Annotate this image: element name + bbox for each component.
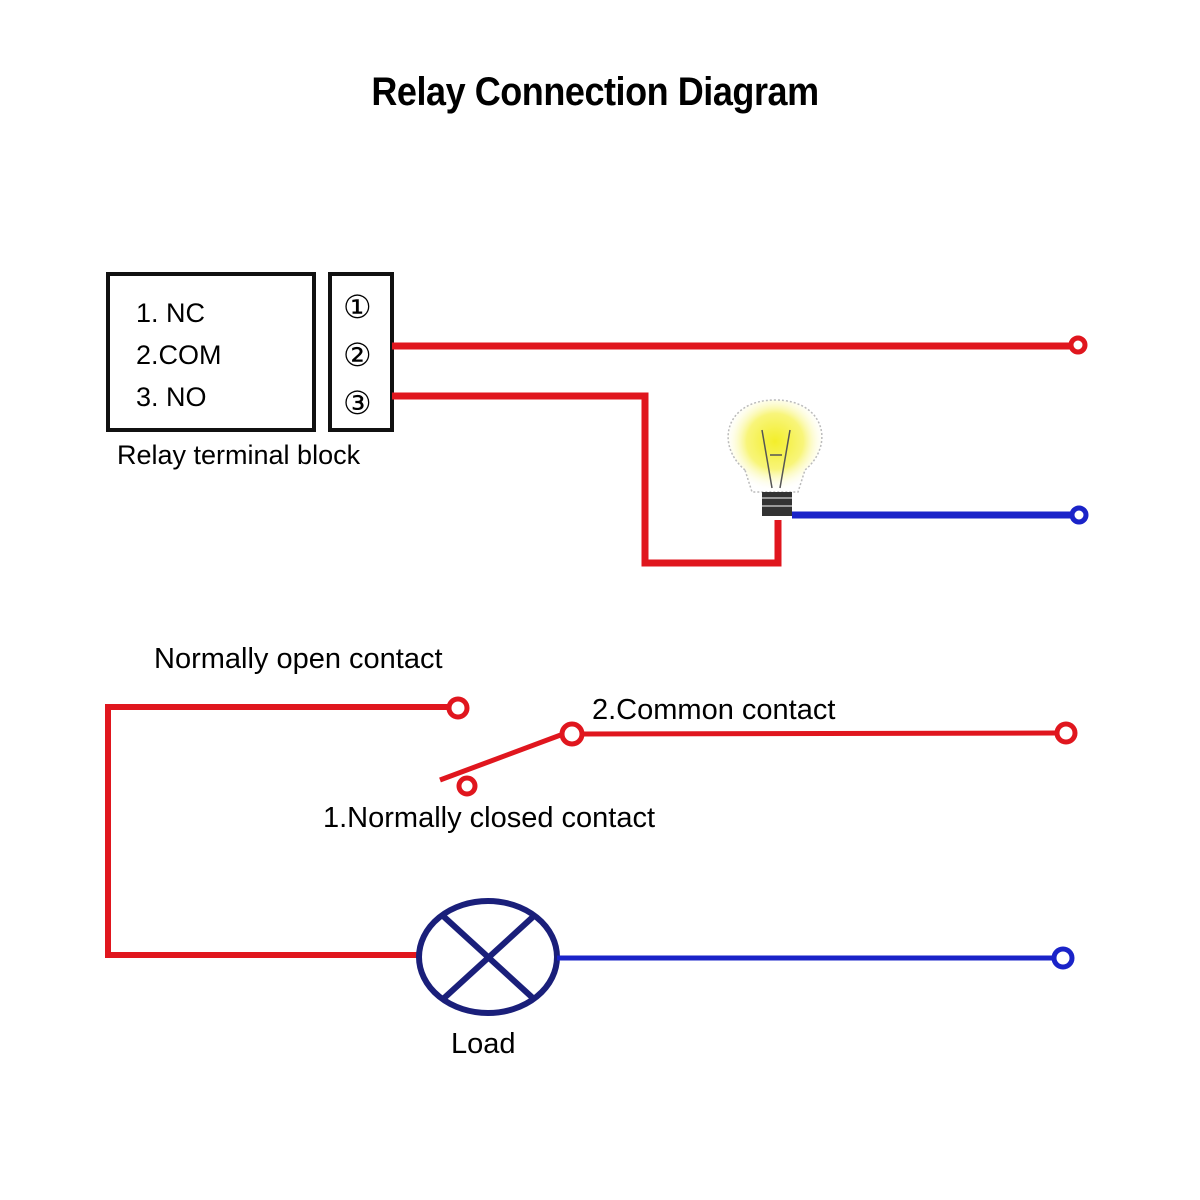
no-contact-wire	[105, 704, 452, 958]
load-label: Load	[451, 1028, 516, 1060]
terminal-block-caption: Relay terminal block	[117, 440, 361, 470]
terminal-strip-box	[328, 272, 394, 432]
normally-open-label: Normally open contact	[154, 643, 443, 675]
com-output-terminal[interactable]	[1068, 335, 1088, 355]
common-contact-terminal[interactable]	[559, 721, 585, 747]
com-wire	[392, 335, 1088, 355]
page-title: Relay Connection Diagram	[371, 70, 819, 114]
nc-contact-terminal[interactable]	[456, 775, 478, 797]
common-contact-label: 2.Common contact	[592, 694, 836, 726]
terminal-label-no: 3. NO	[136, 382, 207, 412]
terminal-number-3: ③	[343, 384, 372, 422]
normally-closed-label: 1.Normally closed contact	[323, 802, 656, 834]
terminal-number-2: ②	[343, 336, 372, 374]
no-contact-terminal[interactable]	[446, 696, 470, 720]
terminal-label-com: 2.COM	[136, 340, 222, 370]
neutral-output-terminal[interactable]	[1069, 505, 1089, 525]
load-output-terminal[interactable]	[1051, 946, 1075, 970]
no-wire	[392, 392, 782, 567]
common-output-terminal[interactable]	[1054, 721, 1078, 745]
switch-arm	[439, 730, 567, 783]
terminal-number-1: ①	[343, 288, 372, 326]
relay-label-box	[106, 272, 316, 432]
light-bulb-icon	[727, 399, 823, 516]
neutral-wire-top	[792, 505, 1089, 525]
terminal-label-nc: 1. NC	[136, 298, 206, 328]
common-wire	[581, 730, 1058, 737]
load-symbol-icon	[416, 898, 560, 1016]
